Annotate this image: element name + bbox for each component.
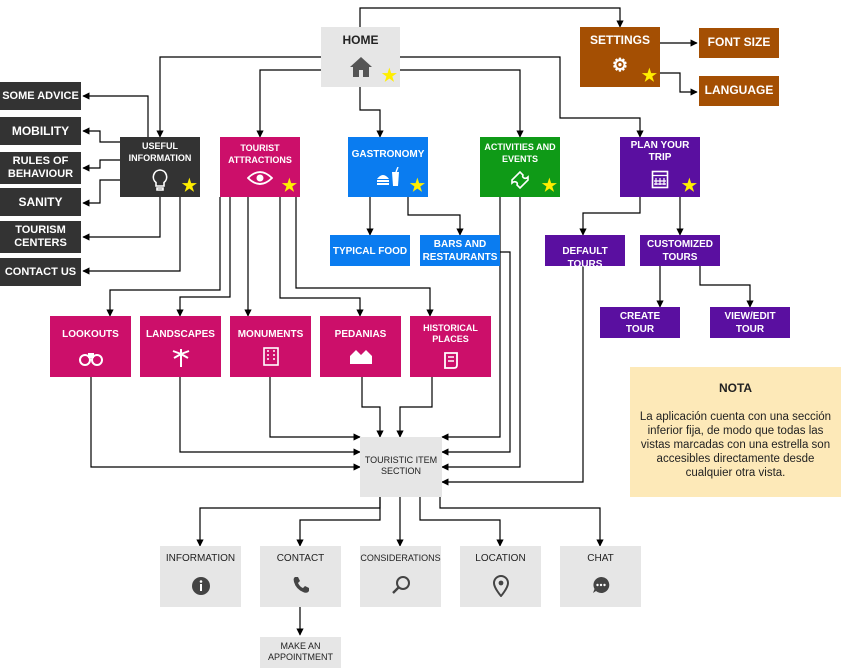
default-tours-label: DEFAULT TOURS (562, 246, 608, 270)
houses-icon (320, 347, 401, 369)
star-icon: ★ (281, 176, 297, 195)
touristic-item-label: TOURISTIC ITEM SECTION (364, 455, 438, 476)
view-edit-tour-node[interactable]: VIEW/EDIT TOUR (710, 307, 790, 338)
make-appointment-node[interactable]: MAKE AN APPOINTMENT (260, 637, 341, 668)
typical-food-label: TYPICAL FOOD (332, 246, 408, 257)
note-title: NOTA (718, 381, 753, 395)
useful-information-node[interactable]: USEFUL INFORMATION ★ (120, 137, 200, 197)
bars-restaurants-node[interactable]: BARS AND RESTAURANTS (420, 235, 500, 266)
plan-trip-node[interactable]: PLAN YOUR TRIP ★ (620, 137, 700, 197)
star-icon: ★ (181, 176, 197, 195)
attraction-label: PEDANIAS (334, 329, 387, 340)
gears-icon: ⚙ (611, 55, 629, 75)
item-child-label: CONTACT (276, 553, 325, 564)
star-icon: ★ (409, 176, 425, 195)
calendar-icon (620, 169, 700, 193)
useful-child-some-advice[interactable]: SOME ADVICE (0, 82, 81, 110)
font-size-node[interactable]: FONT SIZE (699, 28, 779, 58)
activities-events-label: ACTIVITIES AND EVENTS (484, 142, 556, 164)
gastronomy-node[interactable]: GASTRONOMY ★ (348, 137, 428, 197)
ticket-icon (480, 169, 560, 195)
note-box: NOTA La aplicación cuenta con una secció… (630, 367, 841, 497)
star-icon: ★ (641, 66, 657, 85)
typical-food-node[interactable]: TYPICAL FOOD (330, 235, 410, 266)
item-child-contact[interactable]: CONTACT (260, 546, 341, 607)
tourist-attractions-label: TOURIST ATTRACTIONS (228, 143, 292, 165)
useful-child-label: CONTACT US (4, 265, 77, 278)
home-icon (321, 55, 400, 83)
language-label: LANGUAGE (704, 83, 774, 97)
useful-information-label: USEFUL INFORMATION (128, 141, 192, 163)
customized-tours-label: CUSTOMIZED TOURS (647, 239, 713, 263)
attraction-label: HISTORICAL PLACES (423, 323, 478, 344)
scroll-icon (410, 350, 491, 374)
food-icon (348, 166, 428, 191)
activities-events-node[interactable]: ACTIVITIES AND EVENTS ★ (480, 137, 560, 197)
attraction-label: LOOKOUTS (62, 329, 119, 340)
item-child-chat[interactable]: CHAT (560, 546, 641, 607)
note-text: La aplicación cuenta con una sección inf… (639, 411, 832, 479)
item-child-information[interactable]: INFORMATION (160, 546, 241, 607)
make-appointment-label: MAKE AN APPOINTMENT (267, 641, 333, 662)
view-edit-tour-label: VIEW/EDIT TOUR (724, 311, 776, 335)
touristic-item-node[interactable]: TOURISTIC ITEM SECTION (360, 437, 442, 497)
settings-node[interactable]: SETTINGS ⚙ ★ (580, 27, 660, 87)
create-tour-node[interactable]: CREATE TOUR (600, 307, 680, 338)
bars-restaurants-label: BARS AND RESTAURANTS (422, 239, 498, 263)
info-icon (160, 576, 241, 600)
lightbulb-icon (120, 168, 200, 196)
home-node[interactable]: HOME ★ (321, 27, 400, 87)
building-icon (230, 346, 311, 370)
font-size-label: FONT SIZE (707, 35, 771, 49)
palm-tree-icon (140, 348, 221, 372)
phone-icon (260, 575, 341, 599)
star-icon: ★ (381, 66, 397, 85)
useful-child-contact-us[interactable]: CONTACT US (0, 258, 81, 286)
useful-child-label: SANITY (18, 194, 63, 209)
useful-child-label: SOME ADVICE (2, 89, 79, 102)
gastronomy-label: GASTRONOMY (351, 149, 425, 160)
home-label: HOME (342, 33, 379, 47)
useful-child-sanity[interactable]: SANITY (0, 188, 81, 216)
star-icon: ★ (681, 176, 697, 195)
settings-label: SETTINGS (589, 33, 650, 47)
customized-tours-node[interactable]: CUSTOMIZED TOURS (640, 235, 720, 266)
binoculars-icon (50, 350, 131, 371)
language-node[interactable]: LANGUAGE (699, 76, 779, 106)
eye-icon (220, 170, 300, 190)
attraction-historical-places[interactable]: HISTORICAL PLACES (410, 316, 491, 377)
attraction-label: LANDSCAPES (146, 329, 215, 340)
useful-child-label: TOURISM CENTERS (14, 224, 67, 249)
chat-icon (560, 575, 641, 599)
location-pin-icon (460, 574, 541, 601)
attraction-pedanias[interactable]: PEDANIAS (320, 316, 401, 377)
search-icon (360, 575, 441, 599)
useful-child-tourism-centers[interactable]: TOURISM CENTERS (0, 221, 81, 253)
default-tours-node[interactable]: DEFAULT TOURS (545, 235, 625, 270)
attraction-monuments[interactable]: MONUMENTS (230, 316, 311, 377)
tourist-attractions-node[interactable]: TOURIST ATTRACTIONS ★ (220, 137, 300, 197)
item-child-label: INFORMATION (165, 553, 236, 564)
attraction-landscapes[interactable]: LANDSCAPES (140, 316, 221, 377)
useful-child-label: MOBILITY (11, 123, 70, 138)
plan-trip-label: PLAN YOUR TRIP (630, 140, 690, 163)
create-tour-label: CREATE TOUR (619, 311, 661, 335)
item-child-label: LOCATION (475, 553, 526, 564)
useful-child-mobility[interactable]: MOBILITY (0, 117, 81, 145)
item-child-considerations[interactable]: CONSIDERATIONS (360, 546, 441, 607)
star-icon: ★ (541, 176, 557, 195)
useful-child-label: RULES OF BEHAVIOUR (7, 155, 74, 180)
item-child-location[interactable]: LOCATION (460, 546, 541, 607)
attraction-label: MONUMENTS (237, 329, 304, 340)
useful-child-rules[interactable]: RULES OF BEHAVIOUR (0, 152, 81, 184)
item-child-label: CHAT (587, 553, 614, 564)
item-child-label: CONSIDERATIONS (360, 553, 441, 563)
attraction-lookouts[interactable]: LOOKOUTS (50, 316, 131, 377)
